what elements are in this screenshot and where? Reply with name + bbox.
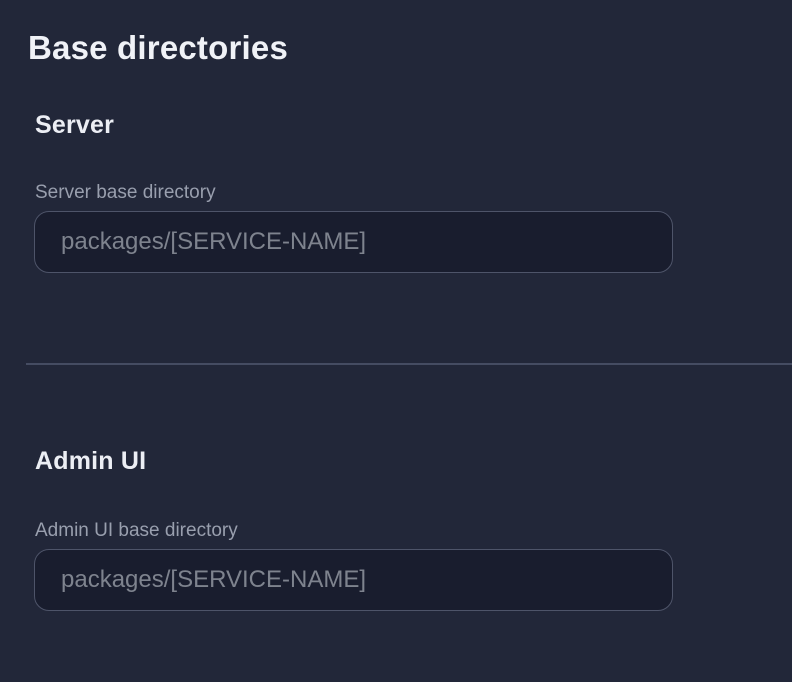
- server-base-directory-label: Server base directory: [35, 182, 216, 203]
- section-admin-ui: Admin UI Admin UI base directory: [0, 449, 792, 611]
- admin-ui-base-directory-input[interactable]: [34, 549, 673, 611]
- server-base-directory-input[interactable]: [34, 211, 673, 273]
- section-server: Server Server base directory: [0, 113, 792, 273]
- section-heading-server: Server: [35, 111, 115, 139]
- section-heading-admin-ui: Admin UI: [35, 447, 147, 475]
- page-title: Base directories: [28, 29, 288, 66]
- section-divider: [26, 363, 792, 365]
- admin-ui-base-directory-label: Admin UI base directory: [35, 520, 238, 541]
